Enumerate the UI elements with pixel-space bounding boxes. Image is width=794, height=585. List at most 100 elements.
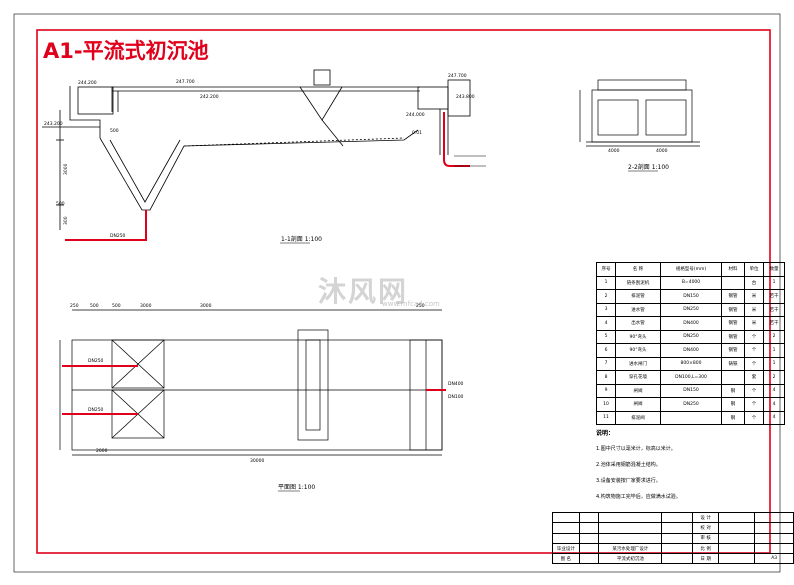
bom-cell: 4 (763, 410, 785, 425)
callout: 250 (416, 303, 425, 309)
bom-col-material: 材料 (721, 262, 745, 277)
plan-view (59, 309, 443, 456)
bom-cell: 7 (596, 356, 616, 371)
callout: 30000 (250, 458, 264, 464)
bom-cell: DN250 (660, 397, 722, 412)
title-block-cell (718, 522, 756, 534)
bom-cell: 排泥管 (615, 289, 661, 304)
bom-col-spec: 规格型号(mm) (660, 262, 722, 277)
bom-col-name: 名 称 (615, 262, 661, 277)
note-item: 4.构筑物施工完毕后，应做满水试验。 (596, 494, 681, 500)
callout: 247.700 (448, 73, 467, 79)
title-block-cell (578, 553, 600, 565)
title-block-cell (661, 542, 694, 555)
notes-heading: 说明： (596, 430, 615, 437)
bom-col-qty: 数量 (763, 262, 785, 277)
callout: 500 (56, 201, 65, 207)
title-block-cell: 审 核 (692, 532, 720, 544)
callout: 500 (110, 128, 119, 134)
callout: 243.800 (456, 94, 475, 100)
bom-cell: 进水闸门 (615, 356, 661, 371)
bom-cell: 4 (763, 397, 785, 412)
bom-cell: 钢管 (721, 343, 745, 358)
title-block-cell: 校 对 (692, 522, 720, 534)
bom-cell: 套 (744, 370, 764, 385)
title-block-cell (552, 511, 580, 524)
title-block-cell (598, 522, 663, 534)
bom-cell (660, 410, 722, 425)
title-block-cell (552, 522, 580, 534)
bom-cell: 6 (596, 343, 616, 358)
title-block-cell: A3 (754, 553, 794, 565)
bom-cell: 米 (744, 302, 764, 317)
bom-cell: 米 (744, 289, 764, 304)
bom-cell: 钢管 (721, 316, 745, 331)
callout: 2000 (96, 448, 108, 454)
title-block-cell: 比 例 (692, 542, 720, 555)
bom-cell: 钢管 (721, 289, 745, 304)
bom-cell: 90°弯头 (615, 343, 661, 358)
bom-cell: 2 (763, 329, 785, 344)
section-2-2-label: 2-2剖面 1:100 (628, 163, 669, 171)
bom-cell: 2 (763, 370, 785, 385)
title-block-cell (578, 511, 600, 524)
bom-cell: 个 (744, 329, 764, 344)
title-block-cell (718, 542, 756, 555)
pipe-label: DN250 (110, 233, 126, 239)
callout: DN250 (88, 407, 104, 413)
callout: 3000 (140, 303, 152, 309)
bom-cell: 1 (763, 356, 785, 371)
design-notes: 说明： 1.图中尺寸以毫米计，标高以米计。 2.池体采用钢筋混凝土结构。 3.设… (596, 428, 776, 512)
title-block-cell (578, 532, 600, 544)
title-block-cell (578, 542, 600, 555)
title-block-row: 审 核 (552, 532, 794, 544)
bom-col-index: 序号 (596, 262, 616, 277)
callout: 3000 (63, 163, 69, 175)
bom-cell: DN250 (660, 329, 722, 344)
title-block-cell (754, 522, 794, 534)
bom-cell: 若干 (763, 302, 785, 317)
bom-cell: 4 (596, 316, 616, 331)
bom-cell (721, 275, 745, 290)
callout: DN100 (448, 394, 464, 400)
bom-cell: 链条刮泥机 (615, 275, 661, 290)
bom-cell: 个 (744, 343, 764, 358)
bom-cell: 穿孔花墙 (615, 370, 661, 385)
title-block-cell (552, 532, 580, 544)
drawing-title: A1-平流式初沉池 (43, 39, 209, 63)
title-block-cell (661, 511, 694, 524)
callout: 3000 (200, 303, 212, 309)
title-block-cell: 平流式初沉池 (598, 553, 663, 565)
outlet-pipe-1 (443, 112, 470, 167)
bom-cell: 铸铁 (721, 356, 745, 371)
bom-cell: 出水管 (615, 316, 661, 331)
note-item: 1.图中尺寸以毫米计，标高以米计。 (596, 446, 676, 452)
bom-cell: 11 (596, 410, 616, 425)
bom-cell: 个 (744, 410, 764, 425)
bom-cell: 3 (596, 302, 616, 317)
title-block-cell (754, 511, 794, 524)
bom-cell: 排泥阀 (615, 410, 661, 425)
bom-cell: 4 (763, 383, 785, 398)
bom-cell: 闸阀 (615, 397, 661, 412)
bom-cell: 个 (744, 356, 764, 371)
bom-cell: 1 (596, 275, 616, 290)
bom-cell: 8 (596, 370, 616, 385)
watermark-url: www.mfcad.com (382, 300, 440, 308)
note-item: 2.池体采用钢筋混凝土结构。 (596, 462, 661, 468)
title-block-cell (718, 511, 756, 524)
title-block-cell (661, 522, 694, 534)
title-block-row: 设 计 (552, 511, 794, 524)
title-block-cell (598, 511, 663, 524)
